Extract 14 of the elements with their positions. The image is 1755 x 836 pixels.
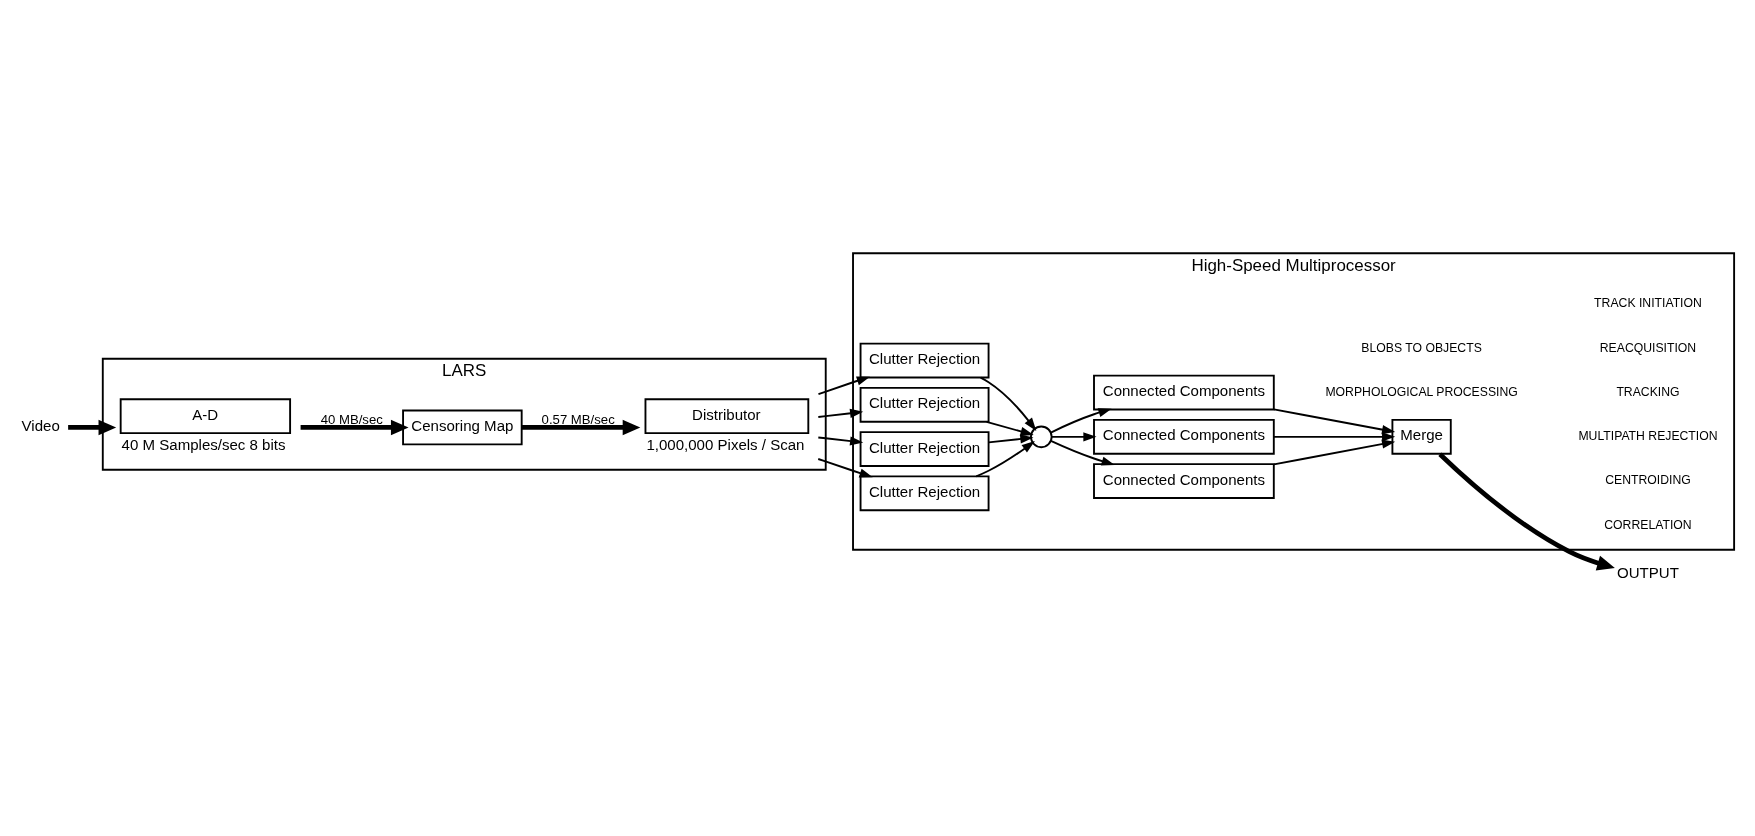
node-text: Video bbox=[21, 416, 60, 434]
node-label: 1,000,000 Pixels / Scan bbox=[646, 435, 805, 453]
edge-label: 0.57 MB/sec bbox=[541, 411, 615, 427]
label: MULTIPATH REJECTION bbox=[1578, 428, 1718, 443]
label: CENTROIDING bbox=[1605, 472, 1691, 487]
label: REACQUISITION bbox=[1599, 340, 1697, 355]
label: TRACKING bbox=[1616, 384, 1680, 399]
label: MORPHOLOGICAL PROCESSING bbox=[1325, 384, 1518, 399]
node-label: 40 M Samples/sec 8 bits bbox=[121, 435, 286, 453]
node-text: OUTPUT bbox=[1617, 563, 1679, 581]
label: BLOBS TO OBJECTS bbox=[1361, 340, 1482, 355]
label: TRACK INITIATION bbox=[1594, 295, 1702, 310]
edge-label: 40 MB/sec bbox=[320, 411, 383, 427]
label: CORRELATION bbox=[1604, 517, 1692, 532]
